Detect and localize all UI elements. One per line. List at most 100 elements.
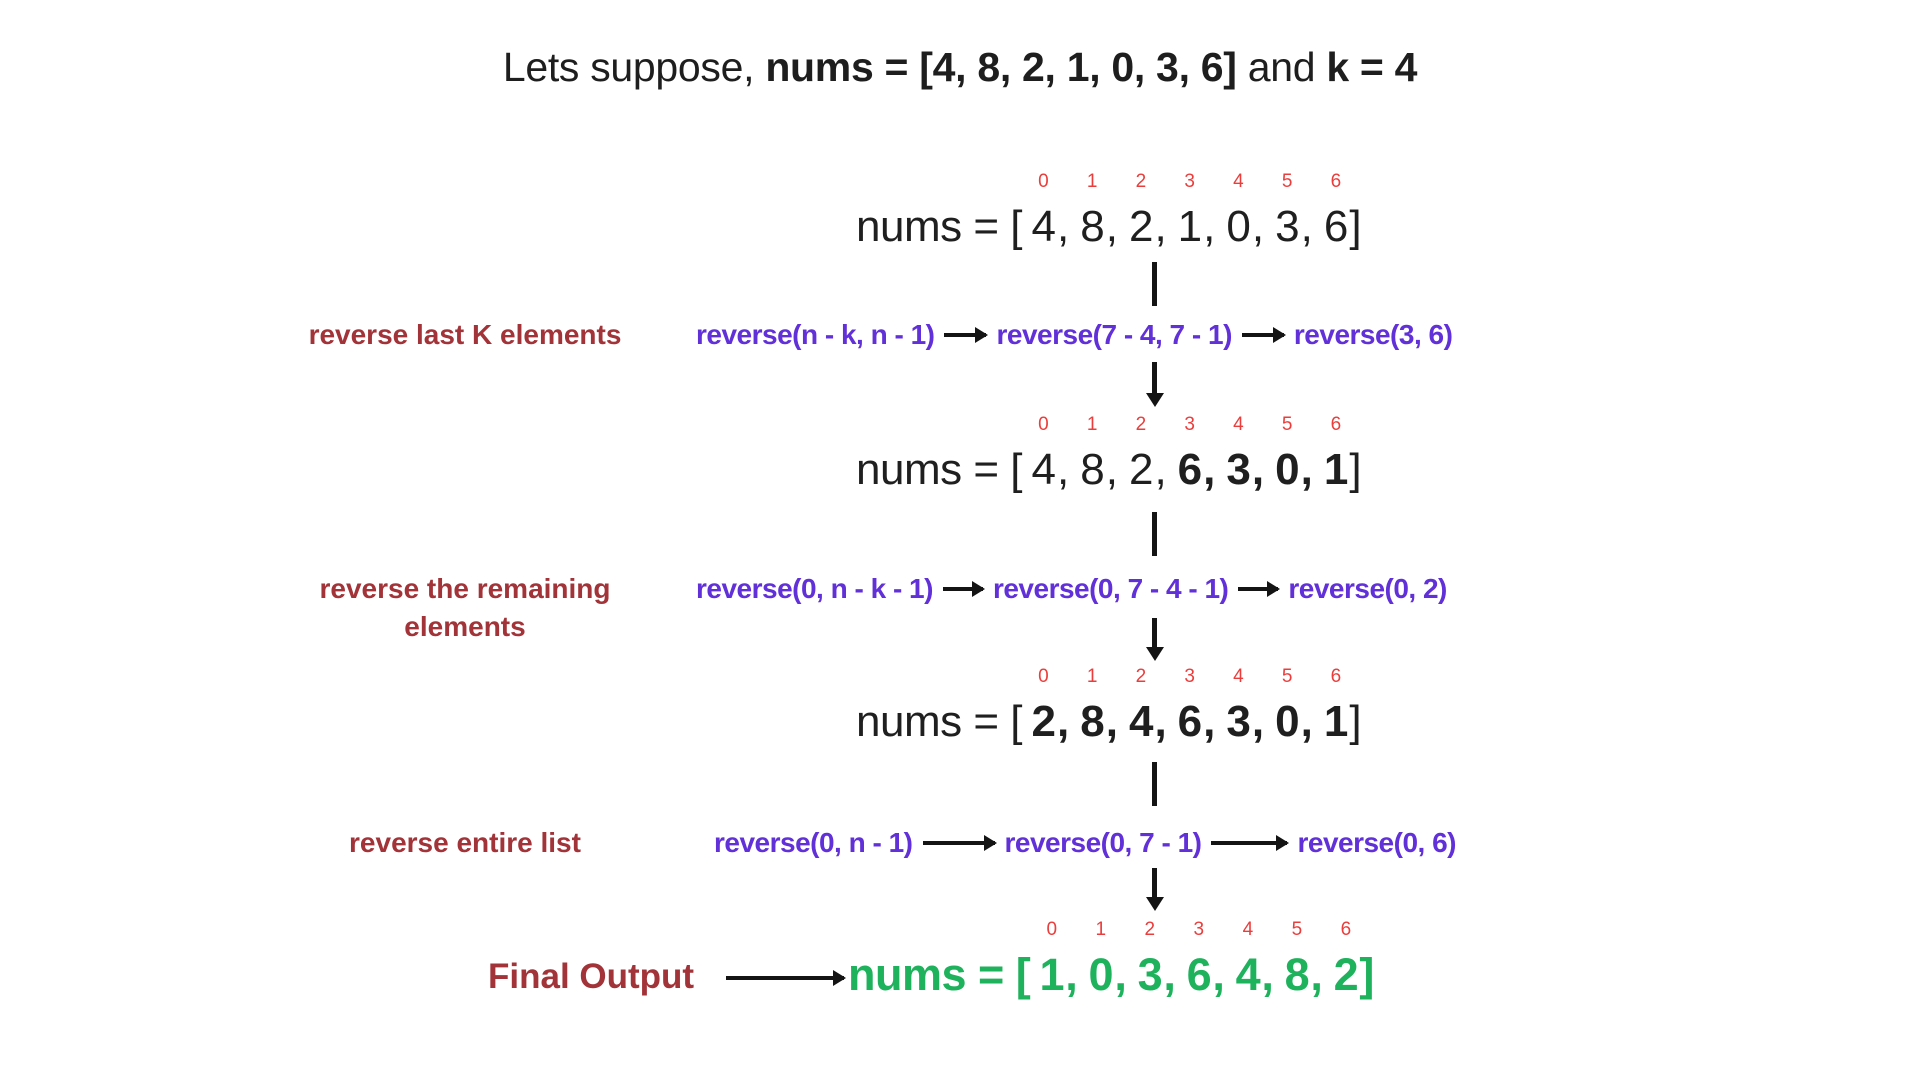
separator: ,: [1300, 697, 1313, 746]
index-label: 5: [1281, 171, 1293, 192]
element-value: 2: [1031, 697, 1056, 746]
expression: reverse(n - k, n - 1): [696, 319, 935, 350]
separator: ,: [1251, 202, 1264, 251]
separator: ,: [1154, 202, 1167, 251]
element-value: 2: [1333, 949, 1359, 1000]
expression: reverse(0, n - 1): [714, 827, 913, 858]
index-label: 0: [1038, 414, 1049, 435]
separator: ,: [1203, 697, 1215, 746]
index-label: 4: [1233, 666, 1244, 687]
array-prefix: nums = [: [848, 949, 1031, 1000]
expression: reverse(0, 2): [1288, 573, 1447, 604]
index-label: 4: [1233, 414, 1244, 435]
index-label: 3: [1184, 171, 1195, 192]
separator: ,: [1114, 949, 1127, 1000]
step-expressions-3: reverse(0, n - 1) reverse(0, 7 - 1) reve…: [714, 824, 1456, 862]
index-label: 1: [1086, 666, 1098, 687]
element-value: 0: [1275, 445, 1300, 494]
index-label: 6: [1330, 414, 1342, 435]
array-element: 2 2,: [1127, 172, 1167, 251]
arrow-right-icon: [942, 587, 983, 591]
connector-line: [1152, 512, 1157, 556]
element-value: 8: [1284, 949, 1310, 1000]
arrow-right-icon: [1211, 841, 1288, 845]
separator: ,: [1105, 697, 1118, 746]
separator: ,: [1105, 445, 1118, 494]
array-element: 3 6,: [1176, 667, 1216, 746]
separator: ,: [1212, 949, 1225, 1000]
arrow-right-icon: [922, 841, 995, 845]
separator: ]: [1349, 697, 1362, 746]
index-label: 5: [1291, 919, 1303, 940]
separator: ,: [1154, 445, 1167, 494]
index-label: 1: [1086, 414, 1098, 435]
title-prefix: Lets suppose,: [502, 44, 766, 90]
element-value: 3: [1275, 202, 1300, 251]
index-label: 6: [1330, 666, 1342, 687]
index-label: 5: [1281, 414, 1293, 435]
index-label: 6: [1340, 919, 1352, 940]
array-element: 6 2]: [1332, 920, 1375, 1000]
array-element: 5 8,: [1283, 920, 1323, 1000]
step-label-reverse-entire: reverse entire list: [349, 827, 581, 858]
index-label: 1: [1086, 171, 1098, 192]
separator: ,: [1300, 445, 1313, 494]
down-arrow-icon: [1152, 868, 1157, 898]
element-value: 1: [1039, 949, 1065, 1000]
expression: reverse(0, 6): [1297, 827, 1456, 858]
element-value: 3: [1226, 445, 1251, 494]
final-arrow-right-icon: [726, 976, 844, 980]
expression: reverse(0, 7 - 4 - 1): [992, 573, 1229, 604]
separator: ,: [1300, 202, 1313, 251]
expression: reverse(0, n - k - 1): [696, 573, 933, 604]
step-label-reverse-remaining: reverse the remaining elements: [319, 573, 611, 642]
separator: ]: [1359, 949, 1374, 1000]
arrow-right-icon: [1241, 333, 1284, 337]
index-label: 2: [1135, 171, 1147, 192]
element-value: 4: [1128, 697, 1153, 746]
expression: reverse(3, 6): [1293, 319, 1453, 350]
array-element: 5 0,: [1274, 415, 1313, 494]
page-title: Lets suppose, nums = [4, 8, 2, 1, 0, 3, …: [0, 44, 1920, 91]
index-label: 1: [1095, 919, 1107, 940]
element-value: 6: [1177, 445, 1202, 494]
index-label: 4: [1242, 919, 1254, 940]
index-label: 2: [1135, 666, 1147, 687]
separator: ,: [1261, 949, 1274, 1000]
element-value: 1: [1323, 445, 1348, 494]
element-value: 2: [1128, 202, 1153, 251]
index-label: 2: [1144, 919, 1156, 940]
index-label: 3: [1184, 414, 1195, 435]
array-element: 4 4,: [1234, 920, 1274, 1000]
separator: ,: [1251, 445, 1264, 494]
array-element: 4 3,: [1225, 415, 1264, 494]
index-label: 3: [1184, 666, 1195, 687]
separator: ,: [1310, 949, 1323, 1000]
expression: reverse(0, 7 - 1): [1004, 827, 1202, 858]
separator: ,: [1065, 949, 1078, 1000]
separator: ,: [1251, 697, 1264, 746]
down-arrow-icon: [1152, 362, 1157, 394]
element-value: 3: [1137, 949, 1163, 1000]
element-value: 3: [1226, 697, 1251, 746]
element-value: 2: [1128, 445, 1153, 494]
element-value: 0: [1226, 202, 1251, 251]
separator: ]: [1349, 202, 1362, 251]
element-value: 6: [1177, 697, 1202, 746]
element-value: 4: [1235, 949, 1261, 1000]
title-and: and: [1236, 44, 1327, 90]
connector-line: [1152, 262, 1157, 306]
